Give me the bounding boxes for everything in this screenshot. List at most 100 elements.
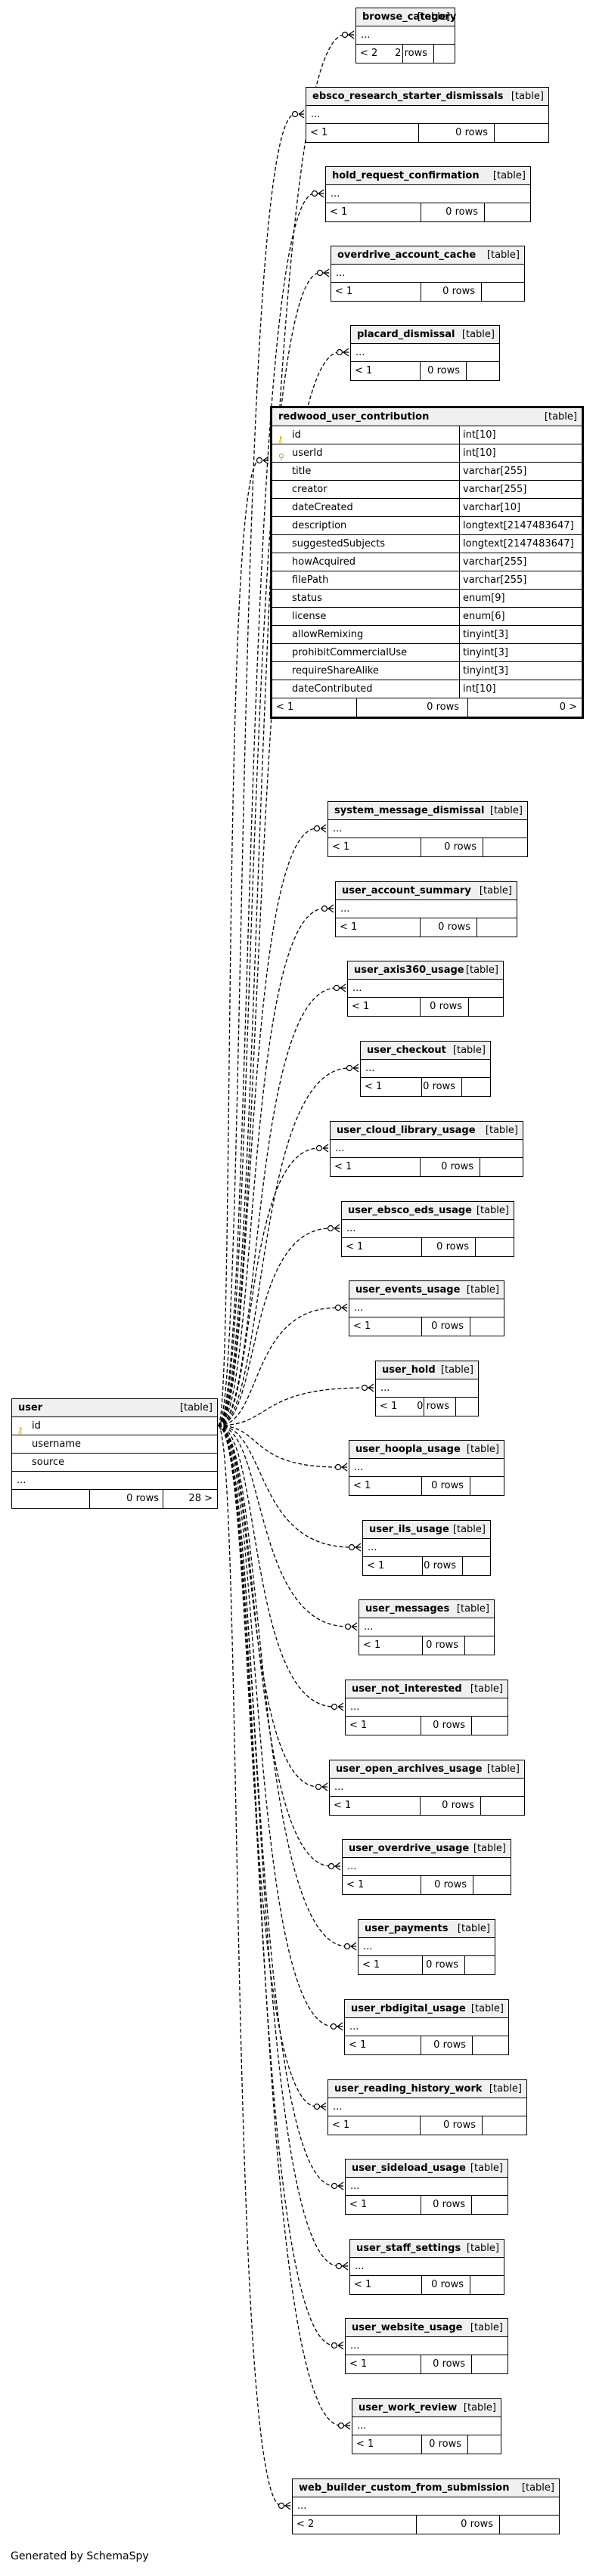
column-type: varchar[10]	[459, 499, 520, 516]
parent-count: < 1	[365, 1081, 383, 1092]
cell-divider	[464, 1636, 465, 1655]
table-header[interactable]: user_cloud_library_usage[table]	[331, 1122, 523, 1140]
table-header[interactable]: system_message_dismissal[table]	[328, 802, 527, 820]
table-header[interactable]: user_payments[table]	[359, 1920, 495, 1938]
table-header[interactable]: user[table]	[12, 1399, 217, 1417]
table-header[interactable]: user_not_interested[table]	[346, 1680, 508, 1698]
row-count: 0 rows	[426, 1639, 458, 1651]
table-header[interactable]: browse_category[table]	[356, 8, 456, 26]
table-header[interactable]: user_work_review[table]	[352, 2399, 501, 2417]
column-row[interactable]: username	[12, 1435, 217, 1454]
table-header[interactable]: ebsco_research_starter_dismissals[table]	[306, 88, 548, 106]
table-header[interactable]: user_checkout[table]	[361, 1042, 490, 1060]
row-count: 0 rows	[438, 921, 470, 933]
table-header[interactable]: user_hold[table]	[376, 1361, 478, 1379]
child-table-web-builder-custom-from-submission[interactable]: web_builder_custom_from_submission[table…	[292, 2478, 560, 2534]
table-header[interactable]: user_ils_usage[table]	[363, 1521, 490, 1539]
row-count: 0 rows	[431, 1480, 464, 1491]
table-header[interactable]: web_builder_custom_from_submission[table…	[293, 2479, 559, 2497]
ellipsis-row: ...	[328, 820, 527, 838]
relationship-line	[217, 1425, 348, 2267]
table-header[interactable]: user_messages[table]	[359, 1600, 494, 1618]
column-type: varchar[255]	[459, 571, 526, 589]
table-name: user_reading_history_work	[334, 2083, 483, 2095]
crows-foot-marker	[341, 1303, 348, 1312]
table-header[interactable]: user_hoopla_usage[table]	[349, 1441, 504, 1459]
table-header[interactable]: redwood_user_contribution[table]	[272, 408, 582, 426]
column-row[interactable]: source	[12, 1454, 217, 1472]
parent-count: < 1	[330, 206, 348, 218]
table-header[interactable]: user_rbdigital_usage[table]	[345, 2000, 508, 2018]
table-header[interactable]: user_overdrive_usage[table]	[343, 1840, 511, 1858]
parent-count: < 1	[380, 1401, 398, 1412]
table-header[interactable]: user_axis360_usage[table]	[348, 961, 503, 980]
table-header[interactable]: user_account_summary[table]	[336, 882, 517, 900]
table-header[interactable]: user_open_archives_usage[table]	[330, 1760, 524, 1779]
table-header[interactable]: user_ebsco_eds_usage[table]	[342, 1202, 514, 1220]
table-header[interactable]: user_reading_history_work[table]	[328, 2080, 526, 2098]
table-header[interactable]: user_events_usage[table]	[349, 1281, 504, 1299]
relationship-line	[217, 828, 326, 1426]
crows-foot-marker	[321, 1782, 328, 1791]
table-header[interactable]: user_sideload_usage[table]	[346, 2160, 508, 2178]
table-type: [table]	[417, 11, 450, 23]
table-header[interactable]: user_staff_settings[table]	[350, 2240, 504, 2258]
table-header[interactable]: overdrive_account_cache[table]	[331, 246, 524, 265]
child-table-ebsco-research-starter-dismissals[interactable]: ebsco_research_starter_dismissals[table]…	[306, 87, 549, 143]
column-row[interactable]: ⚷id	[12, 1417, 217, 1435]
ellipsis-text: ...	[354, 1302, 364, 1314]
table-header[interactable]: hold_request_confirmation[table]	[326, 167, 530, 185]
column-name: title	[292, 466, 312, 477]
column-name: creator	[292, 484, 327, 495]
row-count: 0 rows	[430, 1001, 462, 1012]
table-type: [table]	[486, 1763, 520, 1775]
table-header[interactable]: placard_dismissal[table]	[351, 326, 499, 344]
table-header[interactable]: user_website_usage[table]	[346, 2319, 508, 2337]
relationship-line	[217, 1425, 343, 1708]
